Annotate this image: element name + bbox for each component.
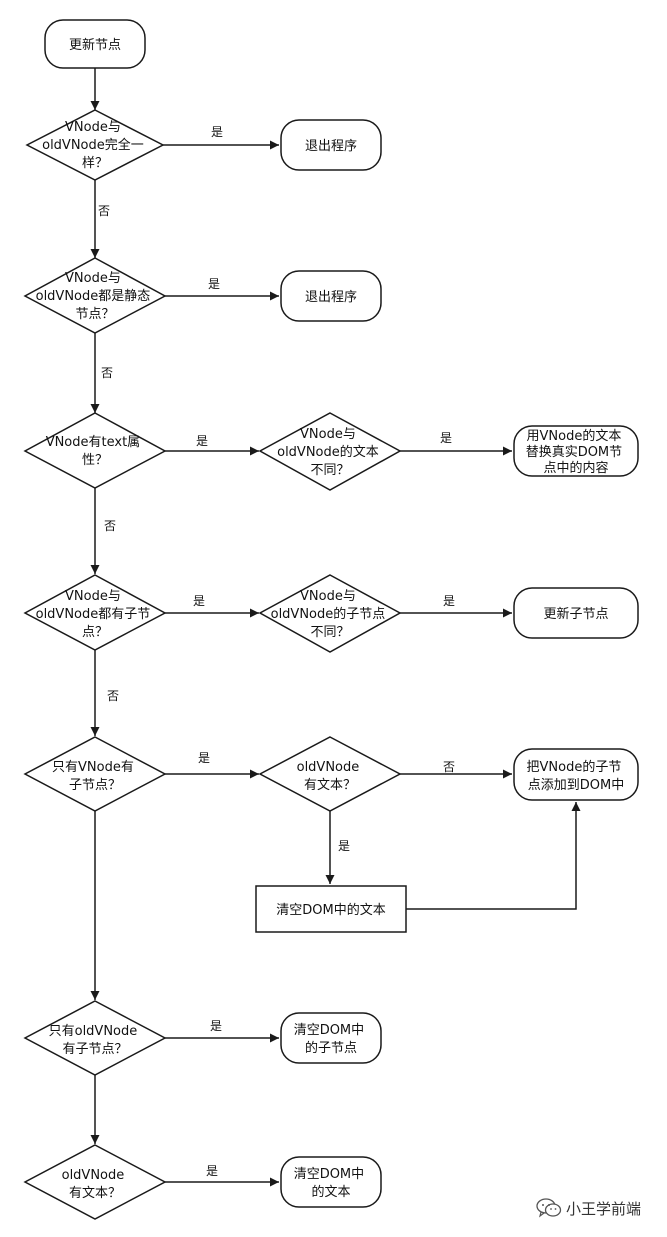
node-label: 清空DOM中 的文本	[294, 1167, 369, 1200]
node-label: 只有oldVNode 有子节点？	[49, 1024, 142, 1057]
label-no: 否	[104, 519, 116, 533]
node-clear-children: 清空DOM中 的子节点	[280, 1012, 382, 1064]
decision-text-different: VNode与 oldVNode的文本 不同？	[258, 412, 402, 491]
edges	[90, 68, 581, 1187]
label-no: 否	[101, 366, 113, 380]
label-yes: 是	[338, 839, 350, 853]
decision-old-has-text-2: oldVNode 有文本？	[23, 1144, 167, 1220]
label-no: 否	[98, 204, 110, 218]
decision-old-has-text: oldVNode 有文本？	[258, 736, 402, 812]
node-label: 退出程序	[305, 139, 357, 154]
node-label: VNode与 oldVNode完全一 样？	[42, 120, 148, 171]
node-label: 更新节点	[69, 37, 121, 53]
decision-only-new-children: 只有VNode有 子节点？	[23, 736, 167, 812]
node-label: 用VNode的文本 替换真实DOM节 点中的内容	[526, 428, 627, 476]
node-label: 更新子节点	[543, 606, 608, 622]
node-label: 退出程序	[305, 290, 357, 305]
node-update-children: 更新子节点	[513, 587, 639, 639]
node-start: 更新节点	[44, 19, 146, 69]
wechat-icon	[536, 1198, 562, 1218]
watermark-text: 小王学前端	[566, 1199, 642, 1218]
node-label: oldVNode 有文本？	[62, 1168, 129, 1201]
node-label: 把VNode的子节 点添加到DOM中	[527, 759, 626, 793]
node-label: 清空DOM中 的子节点	[294, 1023, 369, 1056]
watermark: 小王学前端	[536, 1196, 641, 1220]
node-label: VNode与 oldVNode的文本 不同？	[277, 427, 383, 478]
node-label: 只有VNode有 子节点？	[52, 760, 138, 793]
edge-clear-text-to-add-children	[406, 802, 581, 910]
label-yes: 是	[210, 1019, 222, 1033]
node-label: VNode有text属 性？	[46, 435, 145, 468]
label-yes: 是	[208, 277, 220, 291]
label-yes: 是	[193, 594, 205, 608]
label-yes: 是	[443, 594, 455, 608]
node-replace-text: 用VNode的文本 替换真实DOM节 点中的内容	[513, 425, 639, 477]
node-label: oldVNode 有文本？	[297, 760, 364, 793]
node-label: 清空DOM中的文本	[276, 902, 385, 918]
label-yes: 是	[440, 431, 452, 445]
label-yes: 是	[198, 751, 210, 765]
label-yes: 是	[206, 1164, 218, 1178]
decision-has-text: VNode有text属 性？	[23, 412, 167, 489]
node-add-children: 把VNode的子节 点添加到DOM中	[513, 748, 639, 801]
node-exit-2: 退出程序	[280, 270, 382, 322]
decision-static: VNode与 oldVNode都是静态 节点？	[23, 257, 167, 334]
node-label: VNode与 oldVNode都有子节 点？	[36, 589, 155, 640]
node-exit-1: 退出程序	[280, 119, 382, 171]
node-label: VNode与 oldVNode都是静态 节点？	[36, 271, 155, 322]
node-clear-text: 清空DOM中的文本	[255, 885, 407, 933]
decision-children-different: VNode与 oldVNode的子节点 不同？	[258, 574, 402, 653]
label-no: 否	[107, 689, 119, 703]
decision-vnode-same: VNode与 oldVNode完全一 样？	[25, 109, 165, 181]
edge-labels: 是 否 是 否 是 是 否 是 是 否 是 否 是 是 是	[98, 125, 455, 1178]
label-yes: 是	[211, 125, 223, 139]
label-no: 否	[443, 760, 455, 774]
node-label: VNode与 oldVNode的子节点 不同？	[271, 589, 390, 640]
node-clear-text-2: 清空DOM中 的文本	[280, 1156, 382, 1208]
decision-only-old-children: 只有oldVNode 有子节点？	[23, 1000, 167, 1076]
decision-both-children: VNode与 oldVNode都有子节 点？	[23, 574, 167, 651]
label-yes: 是	[196, 434, 208, 448]
